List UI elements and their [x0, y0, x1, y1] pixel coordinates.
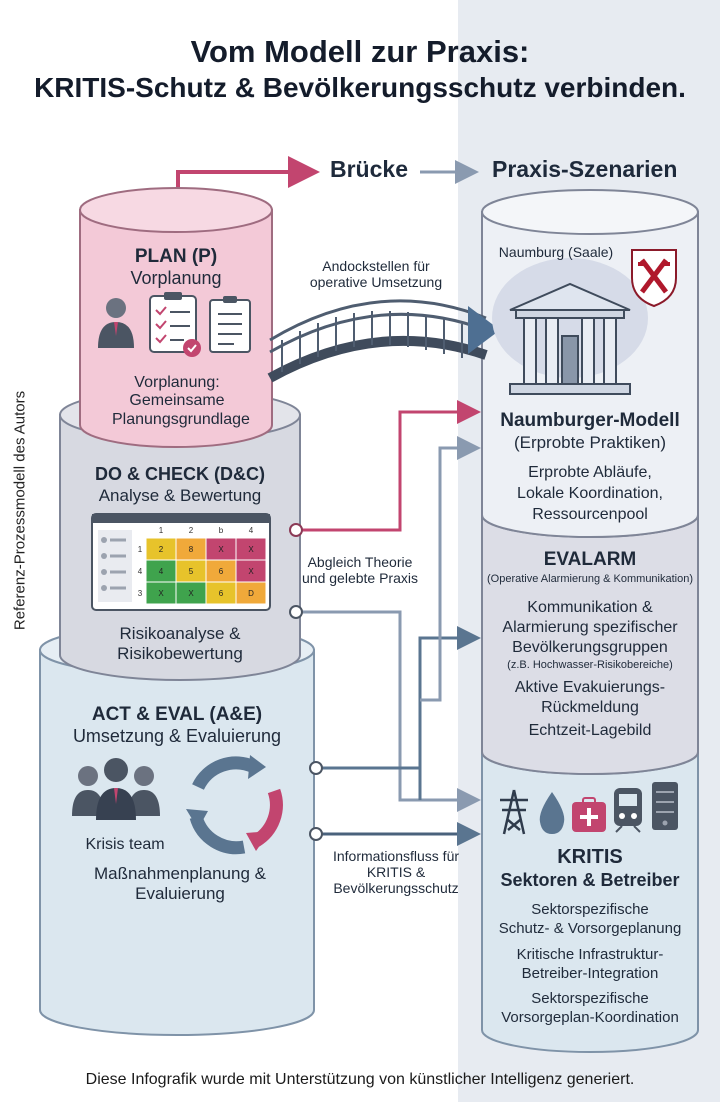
evalarm-line-5: Rückmeldung — [541, 699, 639, 716]
connector-dc-to-kritis — [289, 605, 481, 812]
kritis-item-6: Vorsorgeplan-Koordination — [501, 1009, 679, 1026]
title-line-2: KRITIS-Schutz & Bevölkerungsschutz verbi… — [34, 72, 686, 103]
kritis-item-4: Betreiber-Integration — [521, 965, 659, 982]
do-check-title: DO & CHECK (D&C) — [95, 464, 265, 484]
document-icon — [209, 296, 251, 353]
bridge-arrowhead — [468, 306, 500, 354]
connector-ae-to-naumburger — [420, 436, 481, 702]
vertical-label: Referenz-Prozessmodell des Autors — [11, 390, 29, 631]
do-check-subtitle: Analyse & Bewertung — [98, 486, 262, 505]
matrix-cell-label: D — [248, 589, 254, 598]
matrix-cell-label: 6 — [219, 567, 224, 576]
act-eval-description: Maßnahmenplanung & Evaluierung — [93, 864, 266, 903]
naumburger-item-2: Lokale Koordination, — [517, 485, 663, 502]
matrix-cell — [235, 581, 267, 605]
matrix-cell-label: X — [158, 589, 164, 598]
kritis-item-2: Schutz- & Vorsorgeplanung — [498, 920, 682, 937]
kritis-item-1: Sektorspezifische — [531, 901, 649, 918]
power-tower-icon — [500, 789, 528, 835]
infoflow-label: Informationsfluss für KRITIS & Bevölkeru… — [332, 848, 460, 897]
connector-ae-to-evalarm — [309, 626, 481, 775]
matrix-col-label: b — [219, 526, 224, 535]
evalarm-line-1: Kommunikation & — [527, 599, 653, 616]
matrix-cell-label: 8 — [189, 545, 194, 554]
act-eval-subtitle: Umsetzung & Evaluierung — [72, 726, 282, 746]
matrix-cell-label: 4 — [159, 567, 164, 576]
evalarm-line-3: Bevölkerungsgruppen — [512, 639, 668, 656]
team-icon — [72, 758, 160, 820]
do-check-description: Risikoanalyse & Risikobewertung — [117, 624, 243, 663]
naumburger-modell-subtitle: (Erprobte Praktiken) — [513, 433, 667, 452]
plan-title: PLAN (P) — [134, 246, 218, 267]
matrix-col-label: 4 — [249, 526, 254, 535]
person-icon — [98, 298, 134, 348]
connector-pink-to-naumburger — [289, 400, 481, 537]
compare-label: Abgleich Theorie und gelebte Praxis — [302, 554, 418, 587]
coat-of-arms-icon — [631, 249, 677, 308]
plan-subtitle: Vorplanung — [130, 268, 222, 288]
naumburger-item-3: Ressourcenpool — [532, 506, 648, 523]
evalarm-line-2: Alarmierung spezifischer — [502, 619, 678, 636]
bridge-label: Andockstellen für operative Umsetzung — [309, 258, 443, 291]
matrix-cell-label: X — [248, 567, 254, 576]
evalarm-subtitle: (Operative Alarmierung & Kommunikation) — [486, 573, 694, 585]
medical-kit-icon — [572, 797, 606, 832]
matrix-row-label: 1 — [138, 545, 143, 554]
matrix-cell-label: X — [188, 589, 194, 598]
naumburg-city-label: Naumburg (Saale) — [498, 244, 614, 260]
matrix-cell-label: X — [218, 545, 224, 554]
server-icon — [652, 782, 678, 830]
footer-note: Diese Infografik wurde mit Unterstützung… — [85, 1071, 635, 1088]
act-eval-title: ACT & EVAL (A&E) — [91, 704, 263, 725]
cycle-icon — [186, 755, 283, 855]
evalarm-title: EVALARM — [543, 549, 637, 570]
matrix-cell-label: 2 — [159, 545, 164, 554]
matrix-col-label: 2 — [189, 526, 194, 535]
connector-ae-to-kritis — [309, 822, 481, 846]
checklist-icon — [149, 292, 201, 357]
kritis-subtitle: Sektoren & Betreiber — [500, 870, 680, 890]
kritis-title: KRITIS — [557, 846, 623, 868]
evalarm-line-6: Echtzeit-Lagebild — [528, 722, 652, 739]
town-hall-icon — [509, 282, 631, 395]
kritis-item-3: Kritische Infrastruktur- — [516, 946, 664, 963]
matrix-row-label: 3 — [138, 589, 143, 598]
crisis-team-label: Krisis team — [85, 836, 165, 853]
evalarm-note: (z.B. Hochwasser-Risikobereiche) — [507, 659, 673, 671]
plan-description: Vorplanung: Gemeinsame Planungsgrundlage — [112, 374, 250, 428]
header-bridge: Brücke — [330, 156, 408, 182]
matrix-row-label: 4 — [138, 567, 143, 576]
matrix-cell-label: 6 — [219, 589, 224, 598]
evalarm-line-4: Aktive Evakuierungs- — [514, 679, 666, 696]
naumburger-modell-title: Naumburger-Modell — [500, 410, 680, 431]
water-drop-icon — [539, 792, 565, 834]
matrix-cell-label: X — [248, 545, 254, 554]
train-icon — [614, 788, 642, 833]
matrix-col-label: 1 — [159, 526, 164, 535]
title-line-1: Vom Modell zur Praxis: — [190, 34, 530, 69]
naumburger-item-1: Erprobte Abläufe, — [528, 464, 652, 481]
matrix-cell-label: 5 — [189, 567, 194, 576]
bridge — [267, 299, 488, 383]
header-practice-scenarios: Praxis-Szenarien — [492, 156, 678, 182]
kritis-item-5: Sektorspezifische — [531, 990, 649, 1007]
